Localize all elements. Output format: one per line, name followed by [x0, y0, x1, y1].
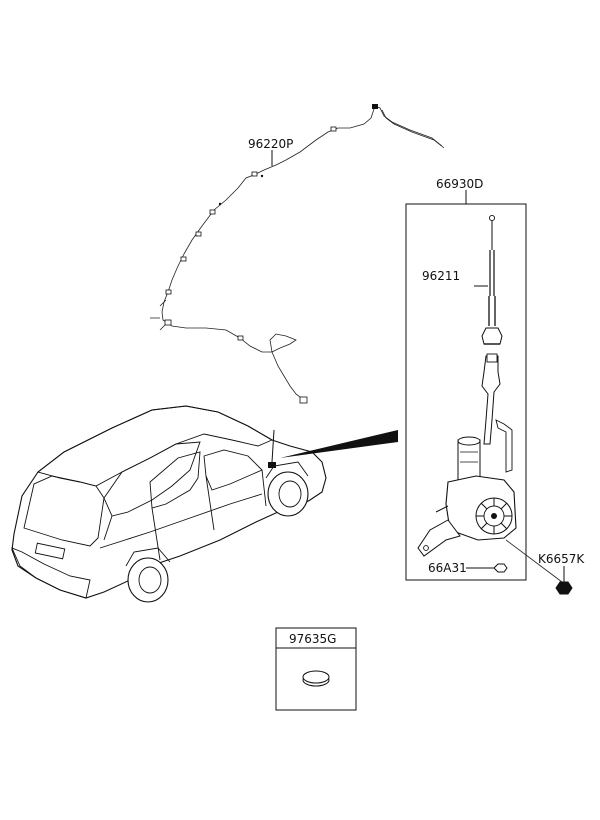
rod-part-number: 96211	[422, 269, 460, 283]
fastener-part-number: K6657K	[538, 552, 585, 566]
cap-frame	[275, 627, 357, 711]
cap-part-number: 97635G	[289, 632, 336, 646]
nut-part-number: 66A31	[428, 561, 467, 575]
callout-pointer	[280, 430, 398, 458]
cap-icon	[302, 670, 330, 687]
assembly-part-number: 66930D	[436, 177, 483, 191]
fastener	[555, 581, 573, 595]
fastener-path-line	[505, 539, 563, 583]
antenna-assembly	[417, 214, 517, 573]
antenna-cable	[150, 104, 445, 404]
vehicle	[11, 405, 327, 603]
cable-part-number: 96220P	[248, 137, 293, 151]
